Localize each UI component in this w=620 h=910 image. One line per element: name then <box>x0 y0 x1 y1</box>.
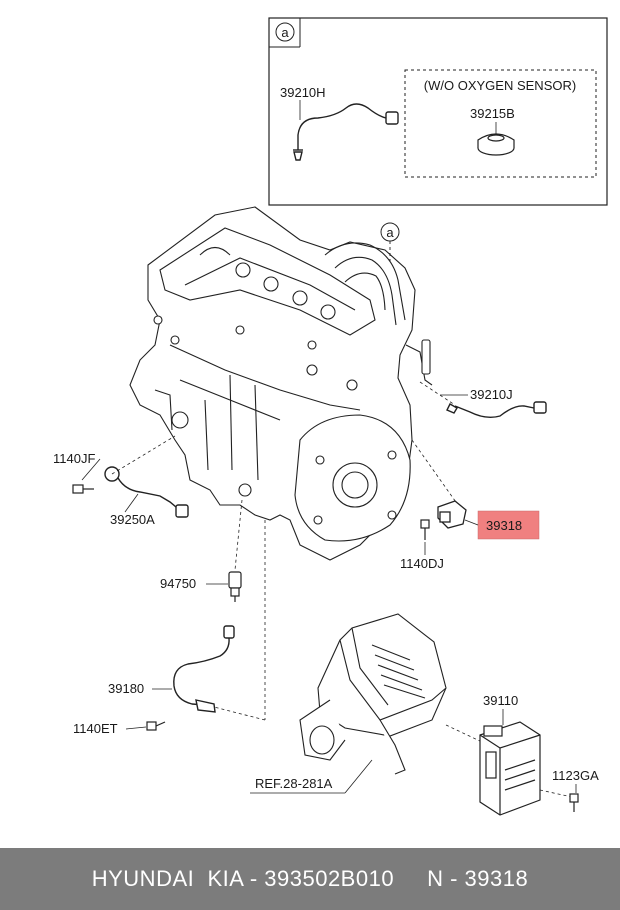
bolt-1140ET-icon <box>146 721 166 731</box>
knock-sensor-39250A-icon <box>104 466 189 518</box>
engine-marker: a <box>386 225 394 240</box>
parts-diagram: a 39210H (W/O OXYGEN SENSOR) 39215B <box>53 17 608 816</box>
inset-marker: a <box>281 25 289 40</box>
footer-part-info: HYUNDAI KIA - 393502B010 N - 39318 <box>91 866 529 891</box>
part-label-39215B: 39215B <box>470 106 515 121</box>
part-label-94750: 94750 <box>160 576 196 591</box>
ecu-39110-icon <box>479 721 541 816</box>
oxygen-sensor-39210J-icon <box>446 401 547 419</box>
part-label-39110: 39110 <box>483 693 518 708</box>
bolt-1140DJ-icon <box>420 519 430 540</box>
part-label-39210J: 39210J <box>470 387 513 402</box>
part-label-39318: 39318 <box>486 518 522 533</box>
part-label-1140ET: 1140ET <box>73 721 118 736</box>
plug-39215B-icon <box>477 133 515 156</box>
oil-pressure-switch-94750-icon <box>228 571 242 602</box>
ref-label: REF.28-281A <box>255 776 333 791</box>
cam-position-sensor-39318-icon <box>437 500 467 529</box>
engine-block-illustration <box>129 206 433 561</box>
group-title: (W/O OXYGEN SENSOR) <box>424 78 576 93</box>
footer-bar: HYUNDAI KIA - 393502B010 N - 39318 <box>0 848 620 910</box>
bolt-1123GA-icon <box>569 793 579 812</box>
without-oxygen-sensor-group <box>404 69 597 178</box>
part-label-1140JF: 1140JF <box>53 451 95 466</box>
part-label-1123GA: 1123GA <box>552 768 599 783</box>
part-label-39180: 39180 <box>108 681 144 696</box>
highlight-box-39318 <box>477 510 540 540</box>
inset-panel: a 39210H (W/O OXYGEN SENSOR) 39215B <box>268 17 608 206</box>
oxygen-sensor-39210H-icon <box>293 103 399 161</box>
bolt-1140JF-icon <box>72 484 94 494</box>
air-cleaner-illustration <box>299 613 447 775</box>
part-label-39250A: 39250A <box>110 512 155 527</box>
inset-marker-circle <box>275 22 295 42</box>
part-label-39210H: 39210H <box>280 85 326 100</box>
part-label-1140DJ: 1140DJ <box>400 556 444 571</box>
crank-position-sensor-39180-icon <box>173 625 235 713</box>
